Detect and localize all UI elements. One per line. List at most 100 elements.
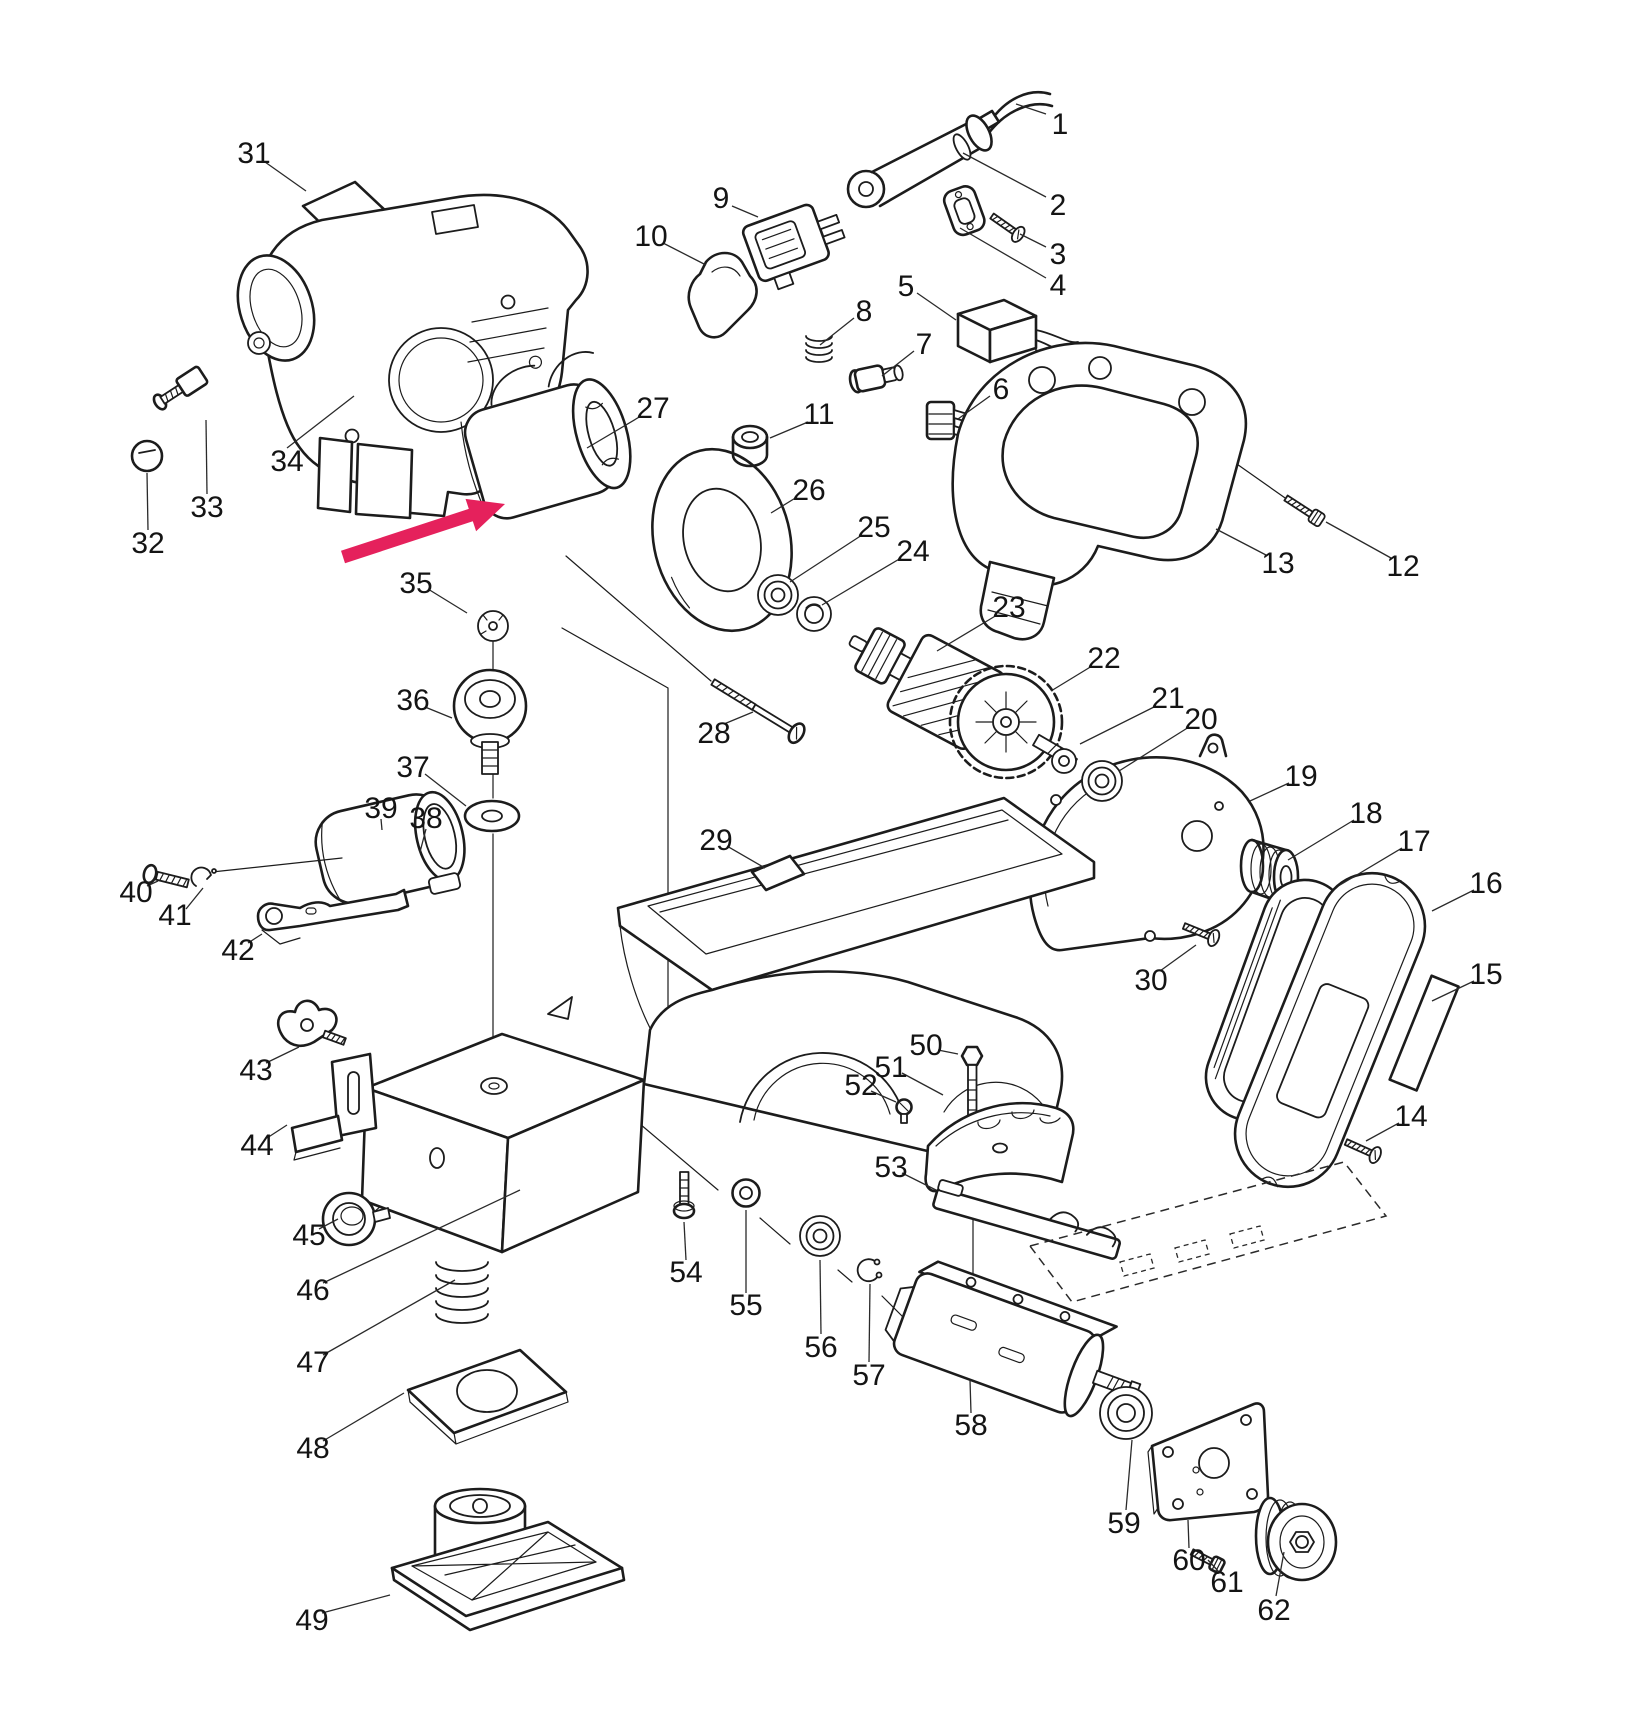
part-number-51: 51 [874,1051,907,1084]
leader-line-15 [1431,980,1475,1002]
leader-line-23 [936,614,998,652]
part-18-drive-pulley [1239,838,1300,906]
part-24-retainer-ring [796,596,832,632]
part-number-48: 48 [296,1432,329,1465]
leader-line-28 [723,711,754,725]
leader-line-16 [1431,889,1475,912]
leader-line-56 [819,1259,822,1335]
part-number-25: 25 [857,511,890,544]
leader-line-60 [1187,1519,1190,1549]
part-number-52: 52 [844,1069,877,1102]
leader-line-10 [662,242,707,266]
part-number-10: 10 [634,220,667,253]
part-number-21: 21 [1151,682,1184,715]
leader-line-11 [769,421,809,439]
part-number-36: 36 [396,684,429,717]
leader-line-62 [1275,1551,1285,1597]
leader-line-45 [318,1218,339,1230]
part-9-switch [741,203,846,291]
leader-line-8 [819,317,855,346]
part-number-16: 16 [1469,867,1502,900]
part-55-washer [731,1178,761,1208]
leader-line-6 [957,395,991,420]
part-number-8: 8 [856,295,873,328]
part-number-38: 38 [409,802,442,835]
part-54-screw [672,1171,696,1220]
part-number-50: 50 [909,1029,942,1062]
part-number-20: 20 [1184,703,1217,736]
leader-line-43 [265,1046,300,1064]
part-42-lever-plate [256,888,410,945]
part-number-31: 31 [237,137,270,170]
part-3-screw [986,208,1029,246]
part-number-26: 26 [792,474,825,507]
part-number-9: 9 [713,182,730,215]
part-48-plate [406,1348,569,1445]
leader-line-51 [901,1072,944,1096]
part-number-3: 3 [1050,238,1067,271]
part-number-59: 59 [1107,1507,1140,1540]
part-45-clamp-knob [321,1191,391,1247]
leader-line-21 [1079,705,1157,745]
part-number-49: 49 [295,1604,328,1637]
part-20-ball-bearing [1081,760,1123,802]
part-number-35: 35 [399,567,432,600]
leader-line-52 [870,1090,897,1103]
part-1-cord [978,91,1054,136]
part-number-53: 53 [874,1151,907,1184]
leader-line-5 [916,292,957,321]
part-40-screw [142,863,190,889]
part-51-blade-cover [924,1101,1075,1193]
part-61-screw [1189,1548,1226,1574]
part-number-42: 42 [221,934,254,967]
leader-line-17 [1339,847,1403,886]
leader-line-44 [266,1124,288,1139]
leader-line-58 [969,1379,972,1414]
part-number-14: 14 [1394,1100,1427,1133]
part-47-spring [435,1261,489,1324]
part-number-57: 57 [852,1359,885,1392]
part-blade-dashed [1028,1161,1388,1303]
leader-line-39 [380,818,383,831]
leader-line-47 [322,1279,456,1356]
leader-line-37 [424,773,467,807]
part-5-noise-suppressor [956,298,1079,371]
part-number-18: 18 [1349,797,1382,830]
leader-line-38 [419,828,427,853]
leader-line-46 [322,1189,521,1284]
leader-line-9 [731,205,759,218]
part-number-32: 32 [131,527,164,560]
leader-line-59 [1125,1439,1133,1511]
part-13-front-handle [951,341,1248,641]
part-number-44: 44 [240,1129,273,1162]
part-53-blade-clamp [932,1179,1121,1260]
leader-line-31 [264,161,307,192]
part-number-62: 62 [1257,1594,1290,1627]
leader-line-33 [205,419,208,495]
leader-line-35 [427,588,468,614]
part-8-spring [805,335,833,363]
part-number-17: 17 [1397,825,1430,858]
part-58-drum [884,1260,1142,1418]
part-labels: 1234567891011121314151617181920212223242… [119,103,1503,1637]
leader-line-26 [770,496,798,514]
leader-line-20 [1118,726,1190,772]
leader-line-61 [1207,1559,1220,1573]
leader-line-19 [1249,782,1290,802]
part-number-58: 58 [954,1409,987,1442]
leader-line-36 [424,706,453,719]
leader-line-25 [789,534,863,583]
part-34-motor-housing [236,193,589,520]
leader-line-14 [1365,1122,1400,1142]
part-number-30: 30 [1134,964,1167,997]
part-28-through-screw [710,678,806,745]
part-22-gear [948,664,1064,780]
part-number-40: 40 [119,876,152,909]
part-35-washer [477,610,509,642]
leader-line-13 [1215,528,1267,556]
part-14-screw [1341,1133,1385,1166]
part-number-13: 13 [1261,547,1294,580]
leader-line-12 [1325,521,1392,559]
part-44-fence-bracket [290,1052,378,1161]
leader-line-27 [586,415,642,449]
